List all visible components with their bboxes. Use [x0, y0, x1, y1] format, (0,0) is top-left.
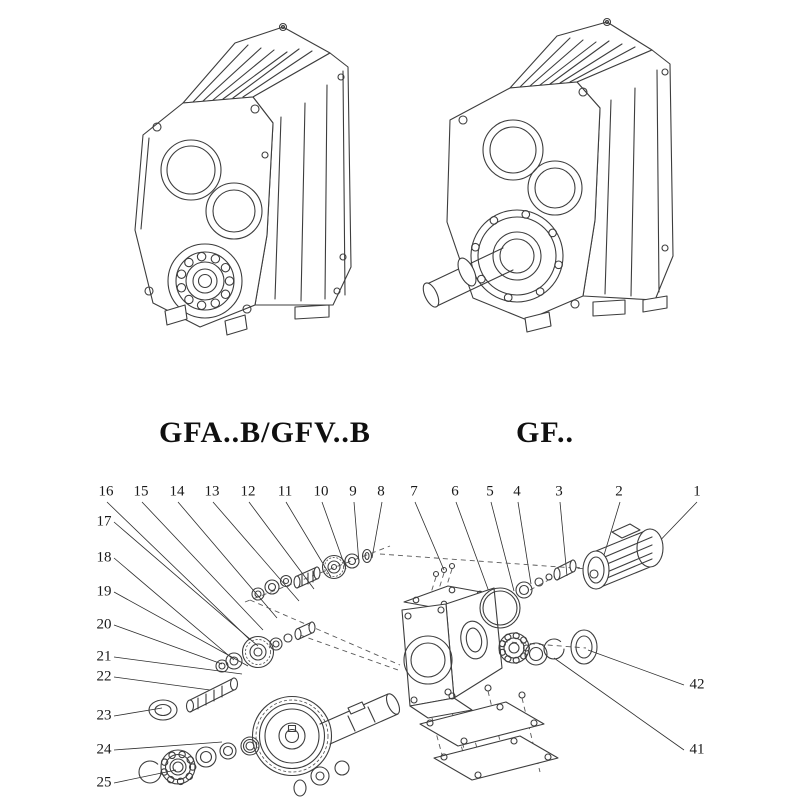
callout-5: 5	[486, 483, 494, 500]
output-bearing	[167, 243, 243, 319]
output-flange	[470, 209, 564, 303]
side-panel	[252, 52, 352, 306]
leader-lines	[106, 501, 698, 784]
callout-6: 6	[451, 483, 459, 500]
callout-2: 2	[615, 483, 623, 500]
output-shaft	[293, 693, 401, 797]
input-shaft-parts	[251, 548, 373, 601]
callout-17: 17	[96, 513, 112, 530]
large-washer	[148, 699, 178, 721]
callout-16: 16	[98, 483, 114, 500]
base-plates	[419, 684, 559, 781]
callout-3: 3	[555, 483, 563, 500]
mounting-feet	[164, 304, 330, 336]
callout-23: 23	[96, 707, 112, 724]
motor	[582, 523, 664, 590]
callout-8: 8	[377, 483, 385, 500]
callout-10: 10	[313, 483, 329, 500]
mounting-feet	[524, 295, 668, 333]
output-bearing-set	[138, 736, 260, 786]
callout-21: 21	[96, 648, 112, 665]
input-seal-set	[479, 559, 598, 666]
output-shaft	[422, 247, 514, 308]
callout-18: 18	[96, 549, 112, 566]
callout-12: 12	[240, 483, 256, 500]
pinion-shaft	[185, 677, 239, 713]
callout-22: 22	[96, 668, 112, 685]
callout-24: 24	[96, 741, 112, 758]
callout-15: 15	[133, 483, 149, 500]
callout-11: 11	[277, 483, 293, 500]
callout-25: 25	[96, 774, 112, 791]
gearbox-line-art	[134, 22, 352, 336]
gear-housing	[401, 562, 503, 719]
callout-41: 41	[689, 741, 705, 758]
exploded-parts-diagram: 16 15 14 13 12 11 10 9 8 7 6 5 4 3 2 1 1…	[0, 470, 800, 800]
callout-14: 14	[169, 483, 185, 500]
gearbox-drawing-gfab-gfvb	[105, 5, 375, 395]
callout-20: 20	[96, 616, 112, 633]
callout-1: 1	[693, 483, 701, 500]
gearbox-line-art	[422, 17, 674, 333]
output-gear	[251, 695, 333, 777]
gearbox-drawing-gf	[415, 8, 705, 388]
caption-gf: GF..	[516, 416, 574, 449]
caption-gfab-gfvb: GFA..B/GFV..B	[159, 416, 371, 449]
callout-9: 9	[349, 483, 357, 500]
callout-42: 42	[689, 676, 705, 693]
intermediate-gear-parts	[215, 621, 316, 673]
callout-4: 4	[513, 483, 521, 500]
exploded-line-art	[106, 501, 698, 797]
callout-7: 7	[410, 483, 418, 500]
callout-13: 13	[204, 483, 220, 500]
callout-19: 19	[96, 583, 112, 600]
